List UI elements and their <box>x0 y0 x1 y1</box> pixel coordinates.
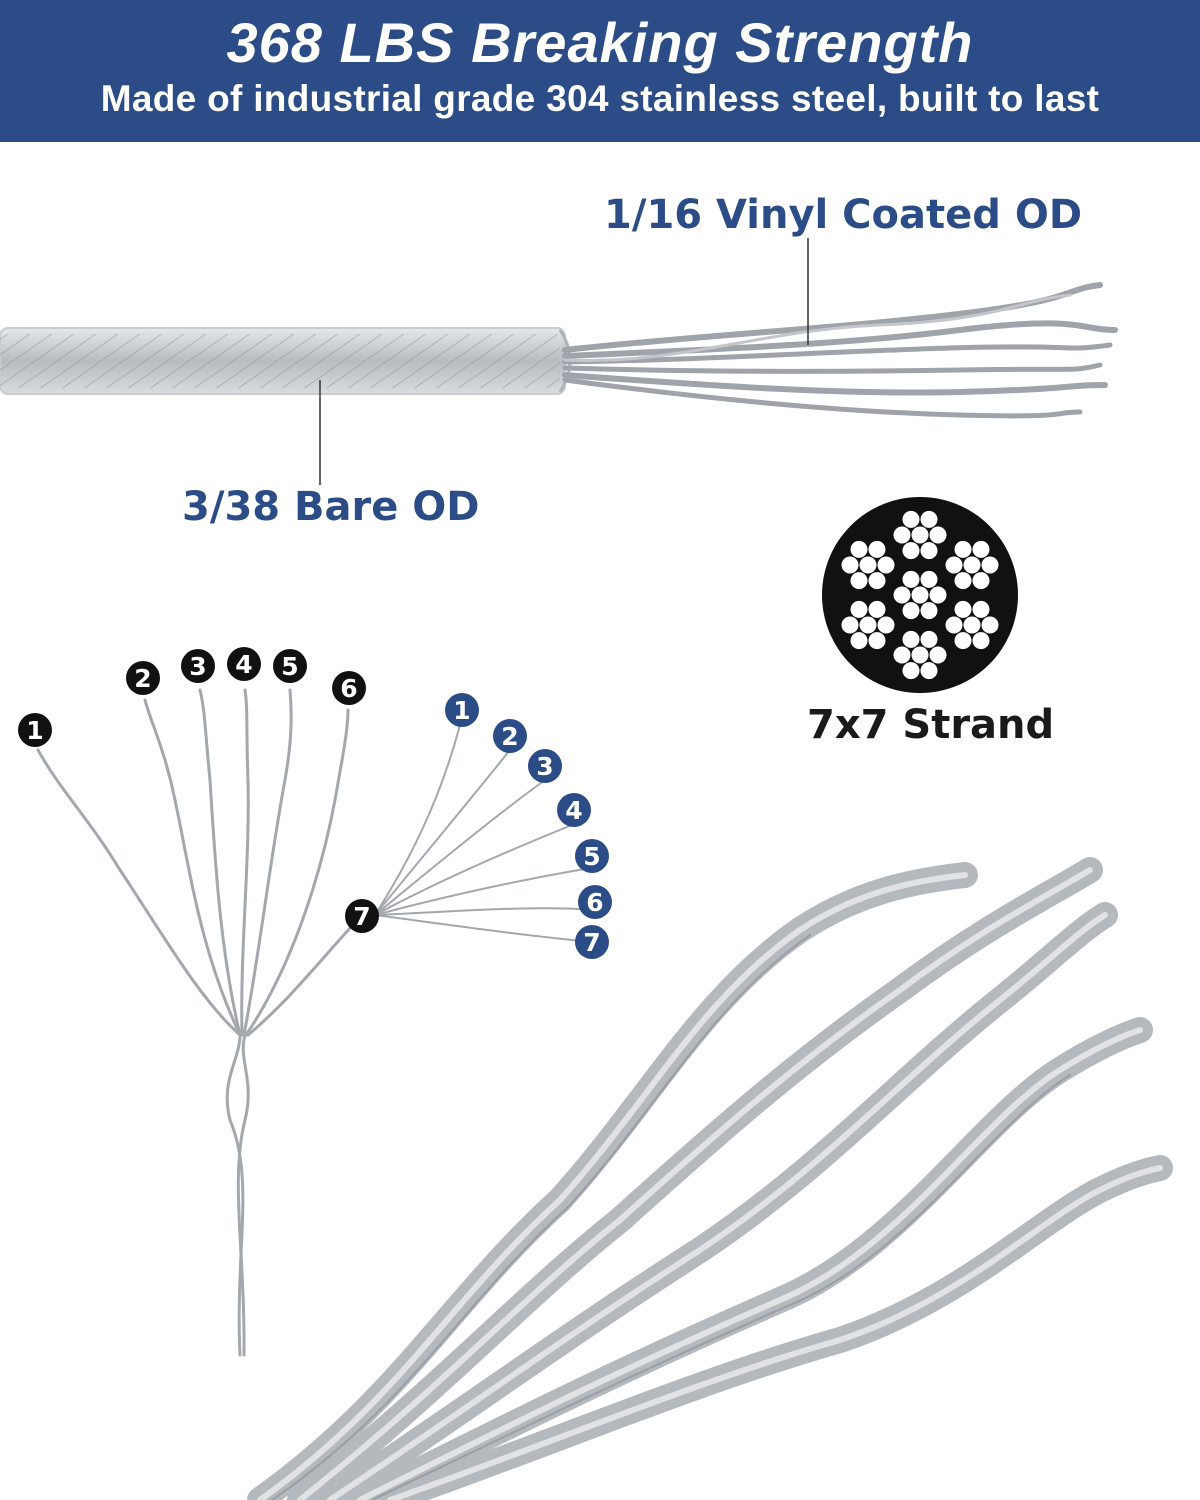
wire-marker-number: 5 <box>583 842 600 871</box>
wire-dot <box>868 540 886 558</box>
wire-marker-circle <box>575 925 609 959</box>
wire-dot <box>929 526 947 544</box>
wire-dot <box>911 526 929 544</box>
wire-dot <box>841 616 859 634</box>
wire-dot <box>902 662 920 680</box>
wire-marker-circle <box>493 719 527 753</box>
page-title: 368 LBS Breaking Strength <box>226 11 974 74</box>
wire-dot <box>954 540 972 558</box>
wire-dot <box>972 572 990 590</box>
wire-dot <box>963 616 981 634</box>
strand-marker-circle <box>18 713 52 747</box>
wire-dot <box>920 570 938 588</box>
strand-marker-circle <box>181 649 215 683</box>
wire-dot <box>911 586 929 604</box>
page-subtitle: Made of industrial grade 304 stainless s… <box>100 78 1100 119</box>
wire-marker-circle <box>578 885 612 919</box>
wire-marker-circle <box>445 693 479 727</box>
wire-dot <box>945 556 963 574</box>
wire-marker-number: 6 <box>586 888 603 917</box>
wire-dot <box>859 616 877 634</box>
wire-dot <box>920 662 938 680</box>
wire-dot <box>877 616 895 634</box>
strand-marker-number: 2 <box>134 664 151 693</box>
wire-marker-number: 3 <box>536 752 553 781</box>
wire-dot <box>850 572 868 590</box>
wire-marker-circle <box>528 749 562 783</box>
wire-marker-number: 2 <box>501 722 518 751</box>
wire-dot <box>972 600 990 618</box>
wire-marker-circle <box>557 793 591 827</box>
strand-marker-number: 7 <box>353 902 370 931</box>
strand-fan <box>36 688 364 1357</box>
strand-marker-circle <box>273 649 307 683</box>
wire-dot <box>981 556 999 574</box>
wire-marker-circle <box>575 839 609 873</box>
strand-marker-number: 6 <box>340 674 357 703</box>
wire-dot <box>920 510 938 528</box>
strand-marker-number: 5 <box>281 652 298 681</box>
wire-dot <box>954 632 972 650</box>
strand-marker-circle <box>126 661 160 695</box>
wire-dot <box>911 646 929 664</box>
strand-type-label: 7x7 Strand <box>807 702 1055 748</box>
wire-dot <box>868 632 886 650</box>
wire-dot <box>859 556 877 574</box>
wire-dot <box>902 602 920 620</box>
wire-dot <box>850 600 868 618</box>
wire-dot <box>929 586 947 604</box>
wire-marker-number: 4 <box>565 796 582 825</box>
wire-dot <box>981 616 999 634</box>
wire-dot <box>841 556 859 574</box>
header-banner: 368 LBS Breaking Strength Made of indust… <box>0 0 1200 142</box>
coated-od-label: 1/16 Vinyl Coated OD <box>604 192 1083 238</box>
strand-marker-circle <box>332 671 366 705</box>
wire-dot <box>877 556 895 574</box>
strand-marker-number: 1 <box>26 716 43 745</box>
wire-dot <box>902 570 920 588</box>
wire-dot <box>929 646 947 664</box>
wire-dot <box>972 540 990 558</box>
wire-dot <box>902 542 920 560</box>
wire-dot <box>893 646 911 664</box>
wire-dot <box>850 540 868 558</box>
coated-cable <box>0 327 572 395</box>
strand-marker-circle <box>345 899 379 933</box>
strand-cross-section <box>822 497 1018 693</box>
wire-marker-number: 1 <box>453 696 470 725</box>
strand-marker-number: 3 <box>189 652 206 681</box>
wire-dot <box>954 572 972 590</box>
strand-marker-circle <box>227 647 261 681</box>
wire-dot <box>850 632 868 650</box>
frayed-strands <box>562 282 1118 419</box>
bare-od-label: 3/38 Bare OD <box>182 484 480 530</box>
strand-marker-number: 4 <box>235 650 252 679</box>
wire-dot <box>893 586 911 604</box>
wire-dot <box>868 572 886 590</box>
wire-dot <box>945 616 963 634</box>
wire-dot <box>902 630 920 648</box>
wire-dot <box>868 600 886 618</box>
wire-dot <box>920 602 938 620</box>
wire-dot <box>963 556 981 574</box>
wire-dot <box>920 542 938 560</box>
wire-dot <box>893 526 911 544</box>
twisted-strands <box>247 857 1173 1500</box>
wire-dot <box>902 510 920 528</box>
wire-fan <box>374 724 596 943</box>
wire-dot <box>920 630 938 648</box>
wire-dot <box>972 632 990 650</box>
wire-dot <box>954 600 972 618</box>
wire-marker-number: 7 <box>583 928 600 957</box>
